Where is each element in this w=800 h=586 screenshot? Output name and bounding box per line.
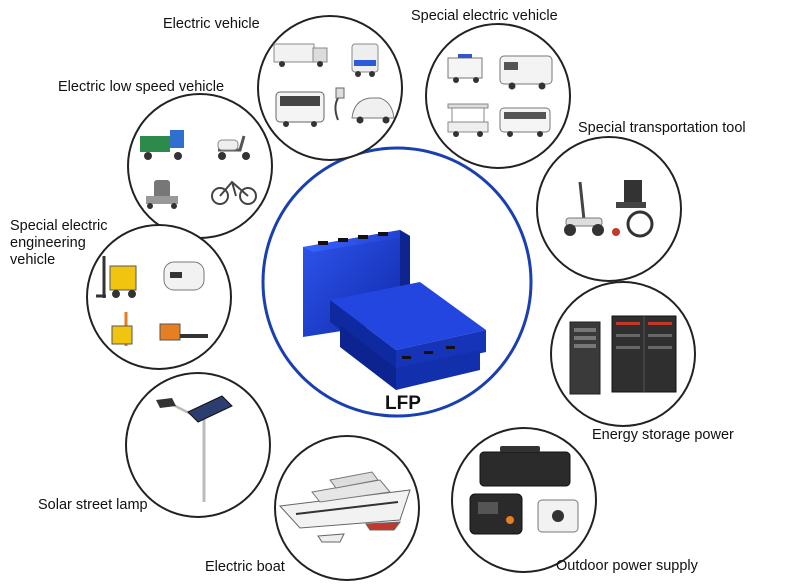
golf-cart-icon bbox=[447, 103, 489, 137]
node-special-electric-vehicle bbox=[425, 23, 571, 169]
node-electric-low-speed-vehicle bbox=[127, 93, 273, 239]
car-icon bbox=[351, 97, 395, 124]
label-electric-low-speed-vehicle: Electric low speed vehicle bbox=[58, 79, 225, 95]
mobility-scooter-icon bbox=[146, 180, 178, 209]
police-cart-icon bbox=[447, 54, 483, 83]
lfp-battery-icon bbox=[303, 230, 486, 390]
bus-icon bbox=[275, 91, 325, 127]
solar-panel-icon bbox=[187, 395, 233, 423]
node-electric-vehicle bbox=[257, 15, 403, 161]
center-node bbox=[261, 146, 533, 418]
minibus-icon bbox=[499, 107, 551, 137]
balance-scooter-icon bbox=[564, 181, 604, 236]
truck-icon bbox=[273, 43, 328, 67]
bicycle-icon bbox=[211, 180, 257, 205]
street-lamp-icon bbox=[156, 398, 206, 502]
robot-cleaner-icon bbox=[163, 261, 205, 291]
yacht-icon bbox=[278, 471, 411, 529]
label-special-transportation-tool: Special transportation tool bbox=[578, 120, 746, 136]
label-electric-boat: Electric boat bbox=[205, 559, 285, 575]
pallet-truck-icon bbox=[159, 323, 208, 341]
node-special-electric-engineering-vehicle bbox=[86, 224, 232, 370]
power-station-icon bbox=[469, 493, 523, 535]
stacker-icon bbox=[111, 312, 133, 346]
node-outdoor-power-supply bbox=[451, 427, 597, 573]
cargo-tricycle-icon bbox=[140, 130, 184, 160]
portable-battery-icon bbox=[537, 499, 579, 533]
label-solar-street-lamp: Solar street lamp bbox=[38, 497, 148, 513]
storage-cabinet-icon bbox=[611, 315, 677, 393]
node-electric-boat bbox=[274, 435, 420, 581]
label-energy-storage-power: Energy storage power bbox=[592, 427, 734, 443]
wheelchair-icon bbox=[612, 180, 654, 238]
node-energy-storage-power bbox=[550, 281, 696, 427]
rv-icon bbox=[499, 55, 553, 90]
rugged-case-icon bbox=[479, 446, 571, 487]
forklift-icon bbox=[96, 256, 137, 298]
label-electric-vehicle: Electric vehicle bbox=[163, 16, 260, 32]
node-solar-street-lamp bbox=[125, 372, 271, 518]
node-special-transportation-tool bbox=[536, 136, 682, 282]
charger-icon bbox=[334, 87, 345, 121]
scooter-icon bbox=[217, 135, 250, 160]
center-label: LFP bbox=[385, 393, 421, 414]
server-rack-icon bbox=[569, 321, 601, 395]
van-icon bbox=[351, 43, 379, 77]
label-special-electric-engineering-vehicle: Special electric engineering vehicle bbox=[10, 218, 108, 268]
label-outdoor-power-supply: Outdoor power supply bbox=[556, 558, 698, 574]
label-special-electric-vehicle: Special electric vehicle bbox=[411, 8, 558, 24]
small-boat-icon bbox=[317, 521, 402, 543]
